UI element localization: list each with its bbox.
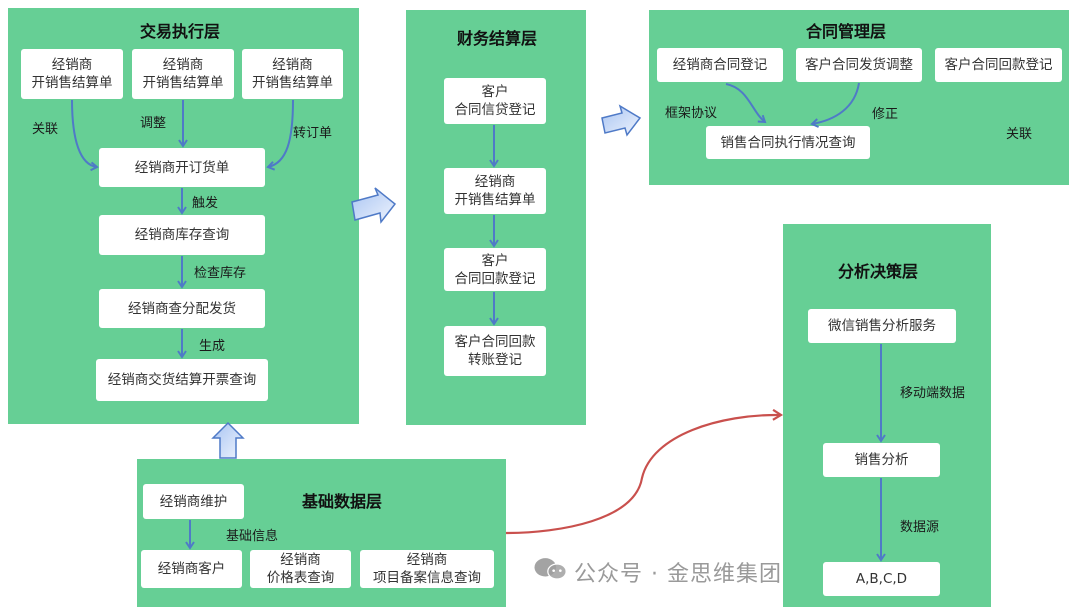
- node-line: 客户合同回款: [454, 334, 536, 350]
- node-line: 经销商: [280, 552, 321, 568]
- edge-label-framework: 框架协议: [665, 106, 718, 121]
- node-line: 经销商: [272, 57, 313, 73]
- wechat-sales-analysis-node[interactable]: 微信销售分析服务: [808, 309, 956, 343]
- finance-layer-title: 财务结算层: [457, 29, 538, 48]
- node-line: 客户: [481, 84, 509, 100]
- node-line: 开销售结算单: [142, 75, 224, 91]
- node-line: 经销商: [51, 57, 93, 73]
- dealer-inventory-node[interactable]: 经销商库存查询: [99, 215, 265, 255]
- analysis-decision-layer: [783, 224, 991, 607]
- node-line: 开销售结算单: [454, 192, 536, 208]
- dealer-contract-node[interactable]: 经销商合同登记: [657, 48, 783, 82]
- sales-analysis-node[interactable]: 销售分析: [823, 443, 940, 477]
- dealer-settlement-node[interactable]: 经销商 开销售结算单: [444, 168, 546, 214]
- edge-label-generate: 生成: [199, 339, 226, 354]
- block-arrow-base-to-trade: [211, 421, 245, 459]
- node-line: 开销售结算单: [31, 75, 113, 91]
- dealer-project-filing-node[interactable]: 经销商 项目备案信息查询: [360, 550, 494, 588]
- customer-credit-node[interactable]: 客户 合同信贷登记: [444, 78, 546, 124]
- trade-top-node-1[interactable]: 经销商 开销售结算单: [21, 49, 123, 99]
- arrow-base-to-analysis: [505, 408, 784, 535]
- abcd-node[interactable]: A,B,C,D: [823, 562, 940, 596]
- node-line: 客户: [481, 252, 509, 269]
- dealer-price-list-node[interactable]: 经销商 价格表查询: [250, 550, 351, 588]
- dealer-maintenance-node[interactable]: 经销商维护: [143, 484, 244, 519]
- edge-label-mobile-data: 移动端数据: [900, 386, 966, 401]
- node-line: 合同信贷登记: [454, 102, 536, 118]
- node-line: 合同回款登记: [454, 270, 536, 287]
- edge-label-convert-order: 转订单: [293, 126, 333, 141]
- base-layer-title: 基础数据层: [302, 492, 383, 511]
- node-line: 经销商: [162, 57, 204, 73]
- trade-top-node-2[interactable]: 经销商 开销售结算单: [132, 49, 234, 99]
- trade-top-node-3[interactable]: 经销商 开销售结算单: [242, 49, 343, 99]
- watermark-text: 公众号 · 金思维集团: [574, 562, 782, 587]
- edge-label-check-inventory: 检查库存: [194, 266, 247, 281]
- edge-label-relate-contract: 关联: [1006, 127, 1033, 142]
- block-arrow-finance-to-contract: [601, 104, 642, 137]
- node-line: 价格表查询: [266, 570, 335, 586]
- node-line: 经销商: [474, 174, 516, 190]
- node-line: 开销售结算单: [252, 75, 333, 91]
- dealer-order-node[interactable]: 经销商开订货单: [99, 148, 265, 187]
- edge-label-relate: 关联: [32, 122, 59, 137]
- node-line: 转账登记: [468, 352, 522, 368]
- node-line: 项目备案信息查询: [373, 570, 481, 586]
- analysis-layer-title: 分析决策层: [838, 262, 919, 281]
- edge-label-trigger: 触发: [192, 196, 219, 211]
- customer-payment-register-node[interactable]: 客户合同回款登记: [935, 48, 1062, 82]
- customer-transfer-node[interactable]: 客户合同回款 转账登记: [444, 326, 546, 376]
- contract-execution-query-node[interactable]: 销售合同执行情况查询: [706, 126, 870, 159]
- contract-layer-title: 合同管理层: [806, 22, 887, 41]
- edge-label-fix: 修正: [872, 107, 899, 122]
- edge-label-base-info: 基础信息: [226, 529, 279, 544]
- node-line: 经销商: [406, 552, 448, 568]
- wechat-icon: [534, 558, 567, 580]
- customer-shipment-adjust-node[interactable]: 客户合同发货调整: [796, 48, 922, 82]
- dealer-customer-node[interactable]: 经销商客户: [141, 550, 242, 588]
- trade-layer-title: 交易执行层: [140, 22, 221, 41]
- edge-label-data-source: 数据源: [900, 520, 940, 535]
- edge-label-adjust: 调整: [140, 116, 167, 131]
- dealer-invoice-node[interactable]: 经销商交货结算开票查询: [96, 359, 268, 401]
- customer-payment-node[interactable]: 客户 合同回款登记: [444, 248, 546, 291]
- dealer-allocation-node[interactable]: 经销商查分配发货: [99, 289, 265, 328]
